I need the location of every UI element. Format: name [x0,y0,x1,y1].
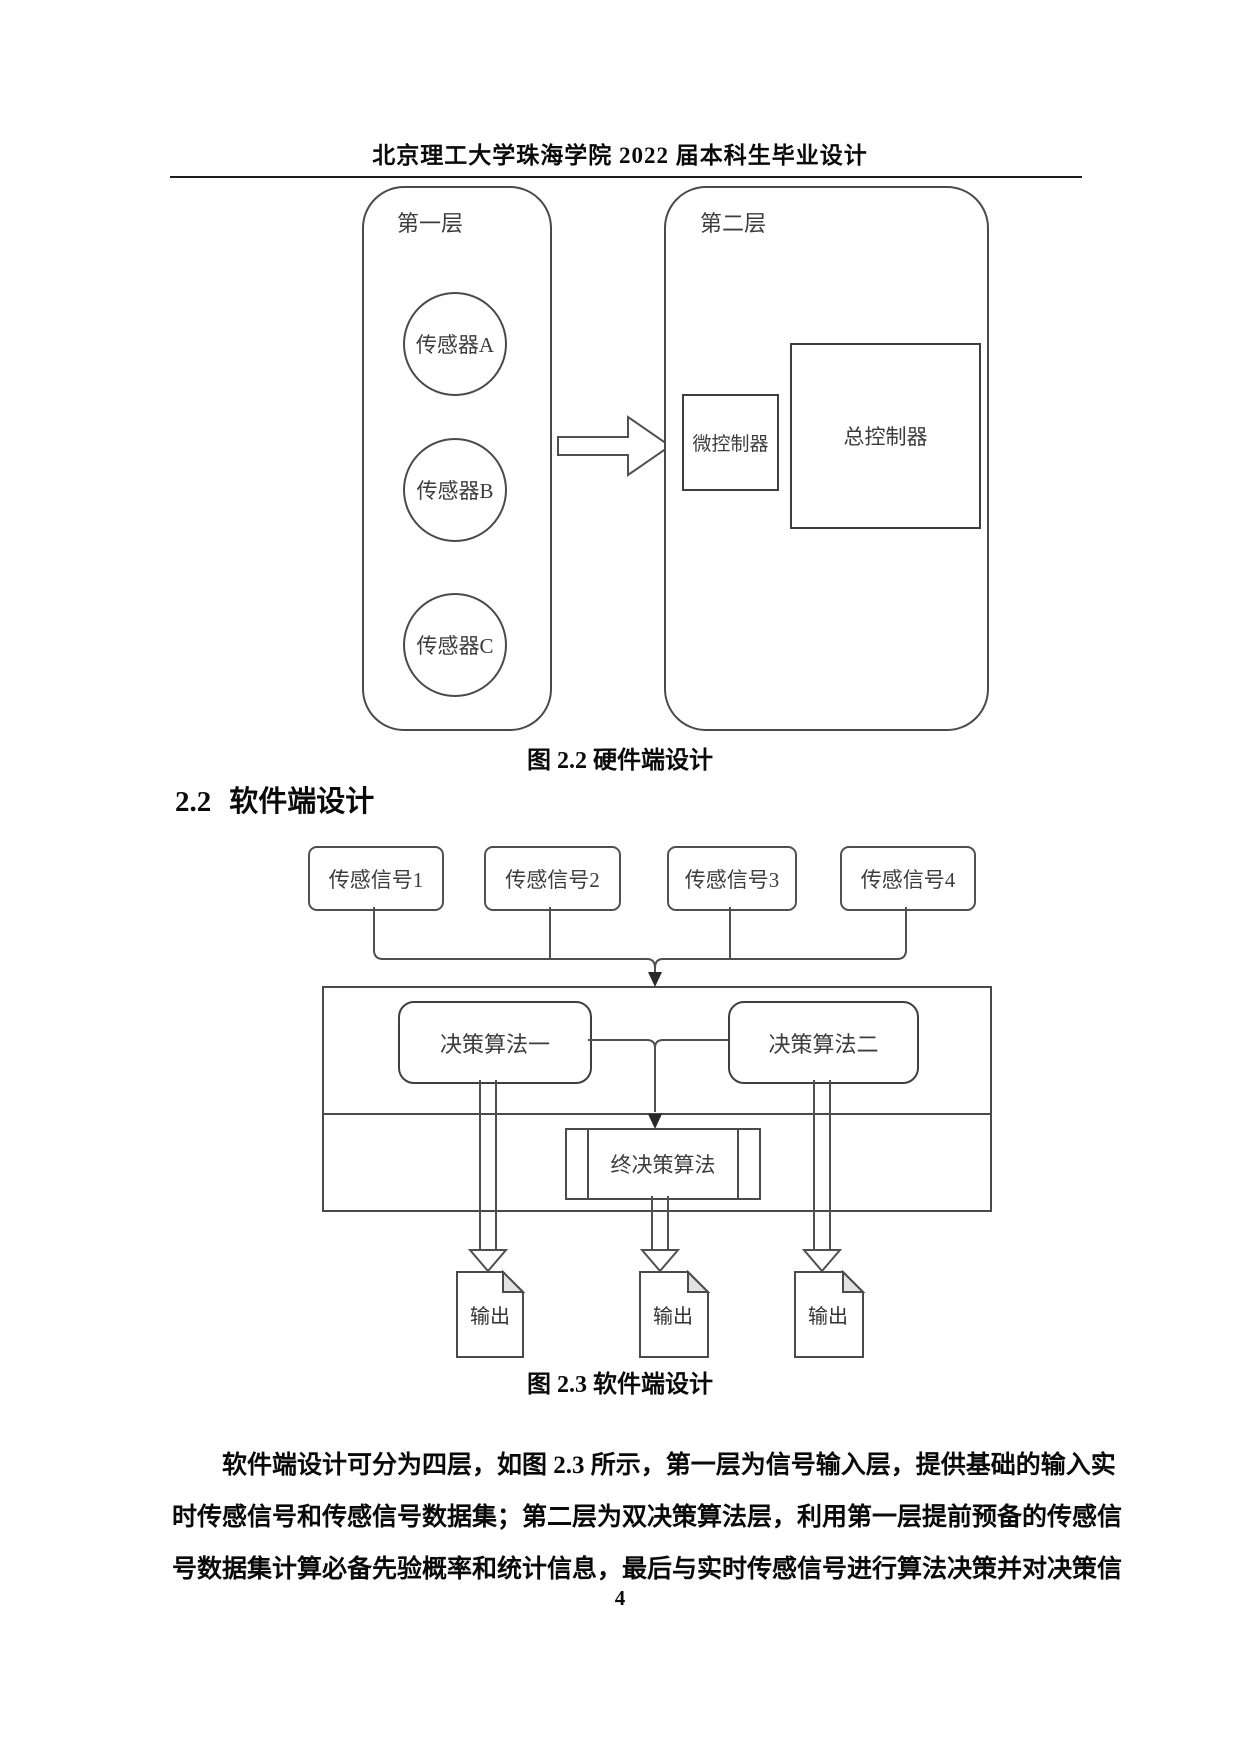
figure-2-2-caption: 图 2.2 硬件端设计 [527,748,713,774]
paragraph-line: 号数据集计算必备先验概率和统计信息，最后与实时传感信号进行算法决策并对决策信 [172,1556,1123,1583]
document-fold-corners [502,1269,866,1293]
decision-algorithm-2-label: 决策算法二 [768,1031,879,1057]
signal-2-node: 传感信号2 [484,846,621,911]
header-rule [170,176,1082,178]
sensor-c-node: 传感器C [403,593,507,697]
algorithm-layer-container [322,986,992,1212]
section-heading-2-2: 2.2 软件端设计 [175,778,374,820]
paragraph-line: 软件端设计可分为四层，如图 2.3 所示，第一层为信号输入层，提供基础的输入实 [222,1452,1116,1479]
body-paragraph: 软件端设计可分为四层，如图 2.3 所示，第一层为信号输入层，提供基础的输入实 … [172,1440,1123,1596]
signal-4-node: 传感信号4 [840,846,976,911]
layer1-label: 第一层 [397,211,464,236]
decision-algorithm-2-node: 决策算法二 [728,1001,919,1084]
signal-1-node: 传感信号1 [308,846,444,911]
final-algorithm-node: 终决策算法 [565,1128,761,1200]
signal-merge-lines [373,907,907,984]
sensor-a-node: 传感器A [403,292,507,396]
paragraph-line: 时传感信号和传感信号数据集；第二层为双决策算法层，利用第一层提前预备的传感信 [172,1504,1123,1531]
microcontroller-label: 微控制器 [692,434,769,455]
signal-1-label: 传感信号1 [328,867,424,892]
merge-arrow-down-icon [648,972,662,987]
figure-2-3-caption: 图 2.3 软件端设计 [527,1372,713,1398]
page-number: 4 [614,1586,626,1610]
signal-2-label: 传感信号2 [505,867,600,892]
decision-algorithm-1-node: 决策算法一 [398,1001,592,1084]
signal-4-label: 传感信号4 [860,867,956,892]
output-2-label: 输出 [653,1306,693,1328]
decision-algorithm-1-label: 决策算法一 [439,1031,550,1057]
sensor-a-label: 传感器A [415,333,495,357]
sensor-c-label: 传感器C [416,634,494,658]
sensor-b-label: 传感器B [416,479,494,503]
sensor-b-node: 传感器B [403,438,507,542]
hollow-arrow-heads [467,1249,843,1273]
signal-3-label: 传感信号3 [684,867,780,892]
final-algorithm-label: 终决策算法 [610,1153,716,1177]
microcontroller-node: 微控制器 [682,394,779,491]
master-controller-label: 总控制器 [843,425,928,449]
master-controller-node: 总控制器 [790,343,981,529]
flow-arrow-icon [557,415,672,477]
section-title: 软件端设计 [229,786,375,818]
page-header: 北京理工大学珠海学院 2022 届本科生毕业设计 [372,143,868,168]
section-number: 2.2 [175,786,212,818]
output-3-label: 输出 [808,1306,848,1328]
output-1-label: 输出 [470,1306,510,1328]
signal-3-node: 传感信号3 [667,846,797,911]
layer2-label: 第二层 [700,211,767,236]
layer-divider-line [322,1113,992,1115]
